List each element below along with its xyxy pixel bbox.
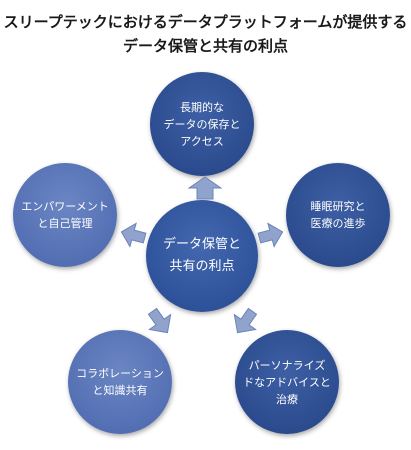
arrow-to-right [257, 222, 284, 248]
node-long-term-storage: 長期的な データの保存と アクセス [150, 72, 254, 176]
node-sleep-research: 睡眠研究と 医療の進歩 [286, 163, 390, 267]
arrow-to-bottom-left [146, 307, 174, 336]
node-long-term-storage-label: 長期的な データの保存と アクセス [163, 100, 241, 148]
title-line-2: データ保管と共有の利点 [122, 37, 288, 55]
node-sleep-research-label: 睡眠研究と 医療の進歩 [310, 200, 366, 230]
node-personalized-advice-label: パーソナライズ ドなアドバイスと 治療 [243, 358, 331, 406]
title-line-1: スリープテックにおけるデータプラットフォームが提供する [3, 13, 408, 31]
arrow-to-bottom-right [231, 307, 259, 336]
node-empowerment: エンパワーメント と自己管理 [13, 163, 117, 267]
node-empowerment-label: エンパワーメント と自己管理 [21, 200, 109, 230]
arrow-to-top [188, 176, 222, 200]
arrow-to-left [120, 222, 147, 248]
center-node: データ保管と 共有の利点 [146, 200, 258, 312]
center-node-label: データ保管と 共有の利点 [162, 237, 241, 274]
node-collaboration: コラボレーション と知識共有 [68, 330, 172, 434]
node-personalized-advice: パーソナライズ ドなアドバイスと 治療 [235, 330, 339, 434]
node-collaboration-label: コラボレーション と知識共有 [76, 367, 164, 397]
